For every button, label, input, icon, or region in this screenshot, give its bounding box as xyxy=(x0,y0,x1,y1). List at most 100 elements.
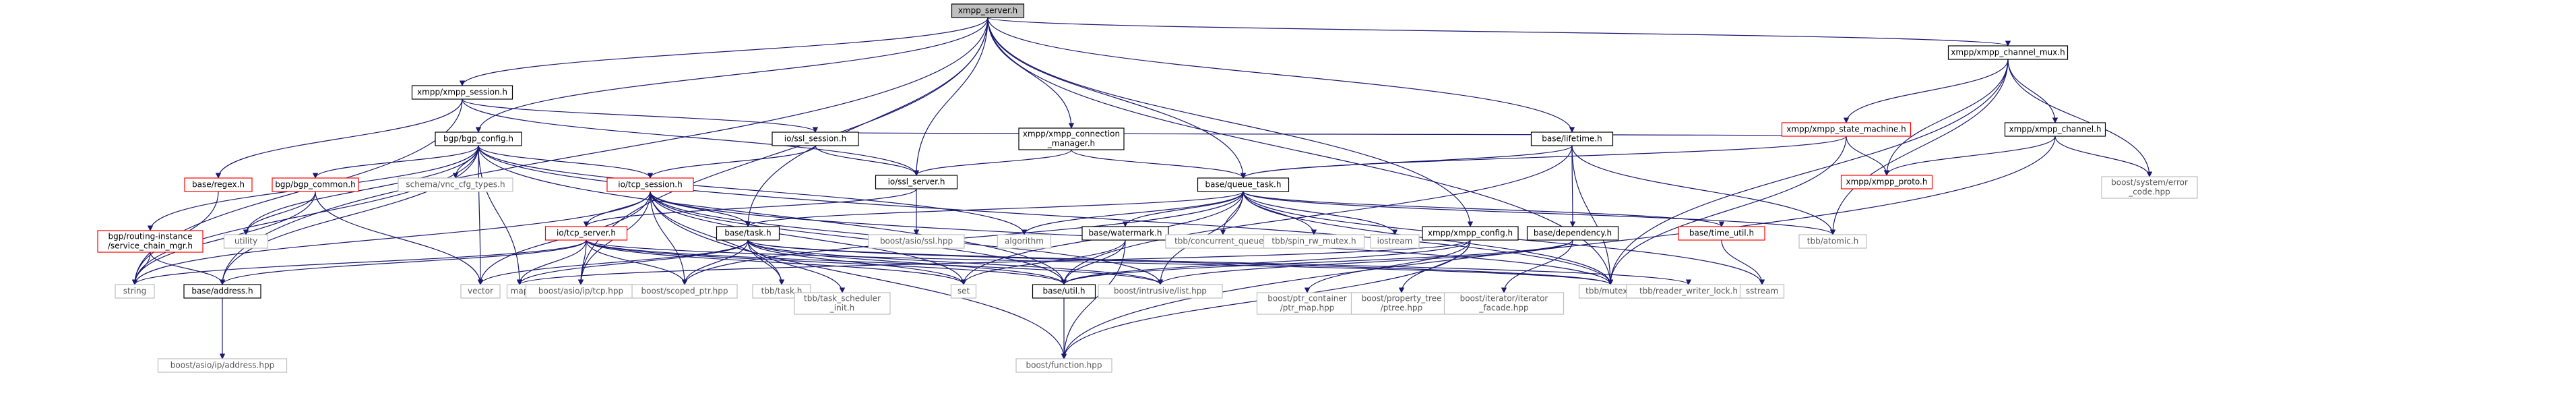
node-label: base/queue_task.h xyxy=(1205,180,1282,189)
node-boost-ptr-container: boost/ptr_container/ptr_map.hpp xyxy=(1256,292,1358,315)
node-label: boost/asio/ssl.hpp xyxy=(880,237,953,246)
node-label: xmpp/xmpp_session.h xyxy=(417,88,507,97)
node-label: xmpp/xmpp_config.h xyxy=(1428,229,1513,238)
edge-base-task-to-set xyxy=(747,239,967,285)
node-ssl-session[interactable]: io/ssl_session.h xyxy=(772,131,859,146)
edge-xmpp-config-to-map xyxy=(517,239,1471,285)
edge-xmpp-channel-mux-to-tbb-atomic xyxy=(1829,59,2009,235)
node-label: /service_chain_mgr.h xyxy=(108,241,193,251)
node-tcp-server[interactable]: io/tcp_server.h xyxy=(544,226,628,241)
node-iostream: iostream xyxy=(1370,234,1420,249)
node-label: base/task.h xyxy=(724,229,771,238)
edge-xmpp-server-to-queue-task xyxy=(987,17,1247,179)
edge-tcp-server-to-boost-asio-tcp xyxy=(577,239,587,285)
node-base-dependency[interactable]: base/dependency.h xyxy=(1526,226,1619,241)
node-box xyxy=(2101,176,2198,199)
node-label: base/watermark.h xyxy=(1089,229,1162,238)
node-box xyxy=(868,234,965,249)
edge-queue-task-to-algorithm xyxy=(1021,191,1244,235)
edge-xmpp-session-to-ssl-server xyxy=(462,98,920,176)
node-label: io/tcp_session.h xyxy=(618,180,682,189)
node-xmpp-config[interactable]: xmpp/xmpp_config.h xyxy=(1422,226,1519,241)
node-box xyxy=(950,284,977,299)
edge-base-lifetime-to-queue-task xyxy=(1240,145,1573,179)
node-label: base/time_util.h xyxy=(1689,229,1754,238)
node-label: xmpp_server.h xyxy=(958,6,1017,16)
edge-xmpp-server-to-xmpp-channel-mux xyxy=(987,17,2011,47)
node-base-regex[interactable]: base/regex.h xyxy=(184,177,253,192)
edge-xmpp-channel-to-boost-function xyxy=(1061,136,2056,359)
node-bgp-common[interactable]: bgp/bgp_common.h xyxy=(272,177,359,192)
edge-tcp-server-to-boost-intrusive-list xyxy=(586,239,1164,285)
edge-xmpp-conn-mgr-to-queue-task xyxy=(1071,149,1247,179)
edge-base-lifetime-to-base-util xyxy=(1061,145,1573,285)
node-boost-system-error: boost/system/error_code.hpp xyxy=(2101,176,2198,199)
node-label: boost/intrusive/list.hpp xyxy=(1114,287,1207,296)
node-label: _code.hpp xyxy=(2128,187,2170,197)
node-xmpp-session[interactable]: xmpp/xmpp_session.h xyxy=(411,85,513,100)
node-xmpp-channel-mux[interactable]: xmpp/xmpp_channel_mux.h xyxy=(1947,45,2069,60)
node-boost-function: boost/function.hpp xyxy=(1015,358,1112,373)
edge-queue-task-to-base-time-util xyxy=(1243,191,1724,227)
node-bgp-config[interactable]: bgp/bgp_config.h xyxy=(435,131,522,146)
node-label: iostream xyxy=(1377,237,1413,246)
node-label: /ptree.hpp xyxy=(1381,303,1422,313)
node-base-util[interactable]: base/util.h xyxy=(1032,284,1096,299)
node-base-watermark[interactable]: base/watermark.h xyxy=(1081,226,1169,241)
node-box xyxy=(1781,122,1912,137)
edge-xmpp-config-to-boost-ptr-container xyxy=(1304,239,1471,293)
node-box xyxy=(544,226,628,241)
node-xmpp-conn-mgr[interactable]: xmpp/xmpp_connection_manager.h xyxy=(1018,127,1125,150)
edge-tcp-server-to-string xyxy=(131,239,587,285)
node-ssl-server[interactable]: io/ssl_server.h xyxy=(875,175,958,189)
node-routing-instance[interactable]: bgp/routing-instance/service_chain_mgr.h xyxy=(97,230,203,253)
node-algorithm: algorithm xyxy=(997,234,1052,249)
node-label: boost/asio/ip/address.hpp xyxy=(170,361,274,370)
node-xmpp-server[interactable]: xmpp_server.h xyxy=(951,3,1025,18)
node-box xyxy=(1370,234,1420,249)
node-base-lifetime[interactable]: base/lifetime.h xyxy=(1530,131,1614,146)
edge-base-watermark-to-set xyxy=(960,239,1126,285)
node-utility: utility xyxy=(223,234,269,249)
node-tcp-session[interactable]: io/tcp_session.h xyxy=(606,177,694,192)
node-xmpp-proto[interactable]: xmpp/xmpp_proto.h xyxy=(1840,175,1933,189)
node-box xyxy=(223,234,269,249)
nodes-layer: xmpp_server.h xmpp/xmpp_session.h bgp/bgp_… xyxy=(97,3,2198,373)
edge-bgp-config-to-tcp-session xyxy=(478,145,654,179)
edge-bgp-common-to-utility xyxy=(243,191,316,235)
node-label: io/ssl_server.h xyxy=(888,177,945,187)
node-label: boost/function.hpp xyxy=(1026,361,1102,370)
node-label: utility xyxy=(234,237,257,246)
edge-tcp-server-to-base-address xyxy=(219,239,587,285)
node-label: boost/asio/ip/tcp.hpp xyxy=(538,287,623,296)
node-boost-asio-ssl: boost/asio/ssl.hpp xyxy=(868,234,965,249)
edge-xmpp-state-machine-to-ssl-session xyxy=(815,131,1847,138)
node-label: boost/ptr_container xyxy=(1267,294,1346,303)
node-label: tbb/concurrent_queue.h xyxy=(1174,237,1271,246)
node-label: bgp/routing-instance xyxy=(108,232,193,241)
edge-bgp-config-to-map xyxy=(478,145,523,285)
edge-tcp-session-to-string xyxy=(131,191,651,285)
node-label: boost/property_tree xyxy=(1362,294,1442,303)
node-box xyxy=(411,85,513,100)
node-xmpp-state-machine[interactable]: xmpp/xmpp_state_machine.h xyxy=(1781,122,1912,137)
node-label: map xyxy=(511,287,529,296)
edge-base-lifetime-to-tbb-atomic xyxy=(1571,145,1836,235)
node-queue-task[interactable]: base/queue_task.h xyxy=(1197,177,1290,192)
node-xmpp-channel[interactable]: xmpp/xmpp_channel.h xyxy=(2004,122,2106,137)
edge-base-task-to-base-util xyxy=(747,239,1067,285)
node-label: boost/iterator/iterator xyxy=(1460,294,1548,303)
node-base-task[interactable]: base/task.h xyxy=(716,226,780,241)
node-set: set xyxy=(950,284,977,299)
node-box xyxy=(184,177,253,192)
edge-base-task-to-tbb-reader-writer-lock xyxy=(747,239,1691,285)
node-base-address[interactable]: base/address.h xyxy=(183,284,261,299)
node-label: _init.h xyxy=(829,303,854,313)
node-label: base/lifetime.h xyxy=(1542,134,1602,144)
node-base-time-util[interactable]: base/time_util.h xyxy=(1678,226,1765,241)
edge-base-task-to-boost-scoped-ptr xyxy=(681,239,749,285)
edge-base-dependency-to-boost-iterator-facade xyxy=(1501,239,1573,293)
edge-bgp-config-to-string xyxy=(131,145,479,285)
edge-xmpp-channel-mux-to-boost-system-error xyxy=(2007,59,2153,177)
edge-xmpp-server-to-ssl-server xyxy=(913,17,988,176)
